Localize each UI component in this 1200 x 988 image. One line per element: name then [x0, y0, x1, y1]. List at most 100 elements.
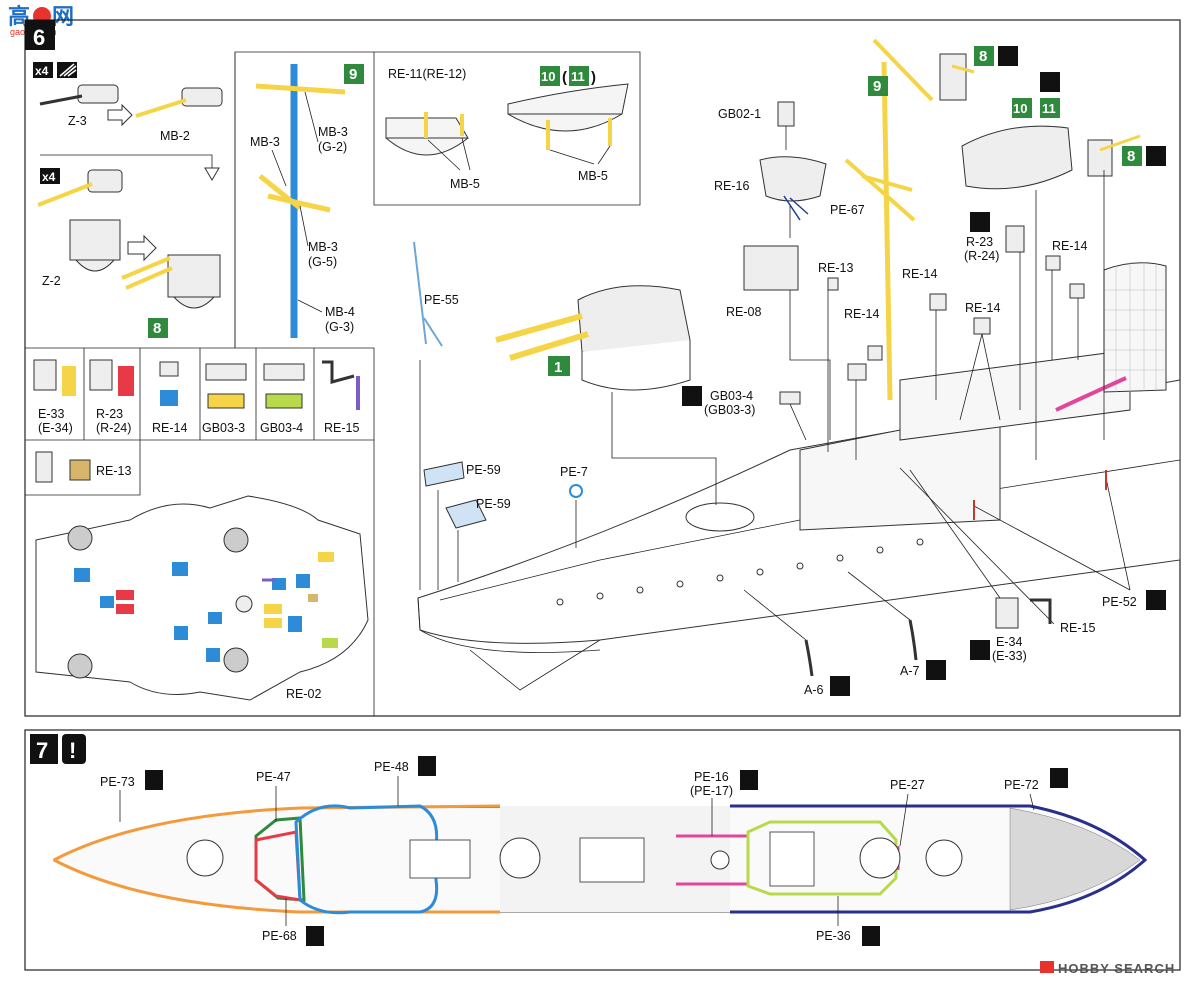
yard-top-icon	[255, 83, 346, 95]
label-z2: Z-2	[42, 274, 61, 288]
label-pe36: PE-36	[816, 929, 851, 943]
boat-deck-icon	[961, 125, 1073, 190]
pe27-leader	[899, 793, 909, 847]
gb033-color-swatch	[207, 393, 245, 409]
label-e33: E-33	[38, 407, 64, 421]
qty-badge-2	[40, 168, 60, 184]
re14-color-swatch	[160, 390, 178, 406]
turret-assembled-icon	[167, 254, 221, 309]
mb2-barrel-icon	[135, 98, 187, 118]
red-marker	[116, 590, 134, 600]
label-re13: RE-13	[96, 464, 131, 478]
a6-leader	[743, 589, 807, 641]
ref-badge-11b-label: 11	[1042, 101, 1056, 116]
label-re14d: RE-14	[1052, 239, 1087, 253]
gb034-color-swatch	[265, 393, 303, 409]
r23b-part-icon	[1005, 225, 1025, 253]
label-e34-sub: (E-33)	[992, 649, 1027, 663]
label-re15: RE-15	[324, 421, 359, 435]
pe48-outline	[294, 804, 439, 915]
turret-leader	[611, 392, 717, 505]
hull-keel-line	[417, 597, 601, 653]
foremast-yard-icon	[872, 38, 934, 102]
label-re14c: RE-14	[965, 301, 1000, 315]
ref-badge-8b-label: 8	[979, 48, 987, 65]
funnel-ring	[710, 850, 730, 870]
gun-assembly-section: x4 Z-3 MB-2 x4 Z-2 8	[33, 62, 223, 338]
ref-badge-1	[548, 356, 570, 376]
mast-panel-top	[234, 51, 374, 348]
label-gb034: GB03-4	[260, 421, 303, 435]
step-6-panel: 6 x4 Z-3 MB-2 x4	[24, 19, 1181, 717]
paren-close: )	[591, 69, 596, 86]
pe55-part-icon	[413, 241, 427, 345]
gun-mount-icon-3	[67, 653, 93, 679]
re15b-leader	[899, 467, 1055, 625]
arrow-right-icon	[107, 103, 133, 127]
re14-small-icon-2	[867, 345, 883, 361]
z3-part-icon	[77, 84, 119, 104]
re14-shape-icon	[159, 361, 179, 377]
re14-small-icon-4	[973, 317, 991, 335]
direction-icon-14	[306, 926, 324, 946]
alert-glyph: !	[69, 738, 76, 763]
direction-icon-15	[862, 926, 880, 946]
direction-icon-8	[926, 660, 946, 680]
turret-ring-b	[499, 837, 541, 879]
label-pe16: PE-16	[694, 770, 729, 784]
pe67-wires-icon	[783, 195, 809, 221]
label-re14b: RE-14	[844, 307, 879, 321]
label-gb034b: GB03-4	[710, 389, 753, 403]
re08-part-icon	[743, 245, 799, 291]
e33-shape-icon	[33, 359, 57, 391]
mb2-base-icon	[181, 87, 223, 107]
re14-small-icon	[929, 293, 947, 311]
aa-gun-barrel-icon	[951, 64, 975, 74]
label-pe48: PE-48	[374, 760, 409, 774]
z2-gun-icon	[87, 169, 123, 193]
ref-badge-8-label: 8	[153, 320, 161, 337]
label-re08: RE-08	[726, 305, 761, 319]
step-6-frame	[24, 19, 1181, 717]
footer-watermark: HOBBY SEARCH	[1040, 961, 1174, 976]
aa-gun-barrel-icon-2	[1099, 134, 1141, 152]
blue-marker-9	[288, 616, 302, 632]
step-6-badge	[25, 20, 55, 50]
director-leaders	[785, 126, 831, 440]
label-mb5b: MB-5	[578, 169, 608, 183]
pe55-part-icon-2	[423, 317, 443, 347]
pe59-part-icon	[423, 461, 465, 487]
ref-badge-10-label: 10	[541, 69, 555, 84]
gun-mount-icon-4	[223, 647, 249, 673]
qty-label-2: x4	[42, 170, 56, 184]
label-pe67: PE-67	[830, 203, 865, 217]
label-re14: RE-14	[152, 421, 187, 435]
turret-barbette	[581, 340, 691, 391]
label-mb3c-sub: (G-5)	[308, 255, 337, 269]
label-e33-sub: (E-34)	[38, 421, 73, 435]
direction-icon-9	[830, 676, 850, 696]
ref-badge-8c-label: 8	[1127, 148, 1135, 165]
label-pe68: PE-68	[262, 929, 297, 943]
label-mb4-sub: (G-3)	[325, 320, 354, 334]
label-gb033: GB03-3	[202, 421, 245, 435]
ref-badge-10b-label: 10	[1013, 101, 1027, 116]
yellow-marker-2	[264, 618, 282, 628]
direction-icon-5	[682, 386, 702, 406]
turret-barrel-1-icon	[495, 313, 583, 343]
re13-shape-icon	[35, 451, 53, 483]
sanding-icon-lines	[59, 63, 77, 77]
z2-barrel-icon	[37, 182, 93, 207]
deckhouse-3	[769, 831, 815, 887]
label-gb021: GB02-1	[718, 107, 761, 121]
pe52-leaders	[973, 477, 1131, 591]
arrow-right-icon-2	[127, 234, 157, 262]
label-pe47: PE-47	[256, 770, 291, 784]
deckhouse-2	[409, 839, 471, 879]
direction-icon-11	[418, 756, 436, 776]
re14d-part-icon-2	[1069, 283, 1085, 299]
small-part-leaders	[827, 290, 1001, 460]
pe59-leaders	[437, 490, 459, 590]
turret-barrel-icon	[125, 266, 173, 290]
qty-label: x4	[35, 64, 49, 78]
